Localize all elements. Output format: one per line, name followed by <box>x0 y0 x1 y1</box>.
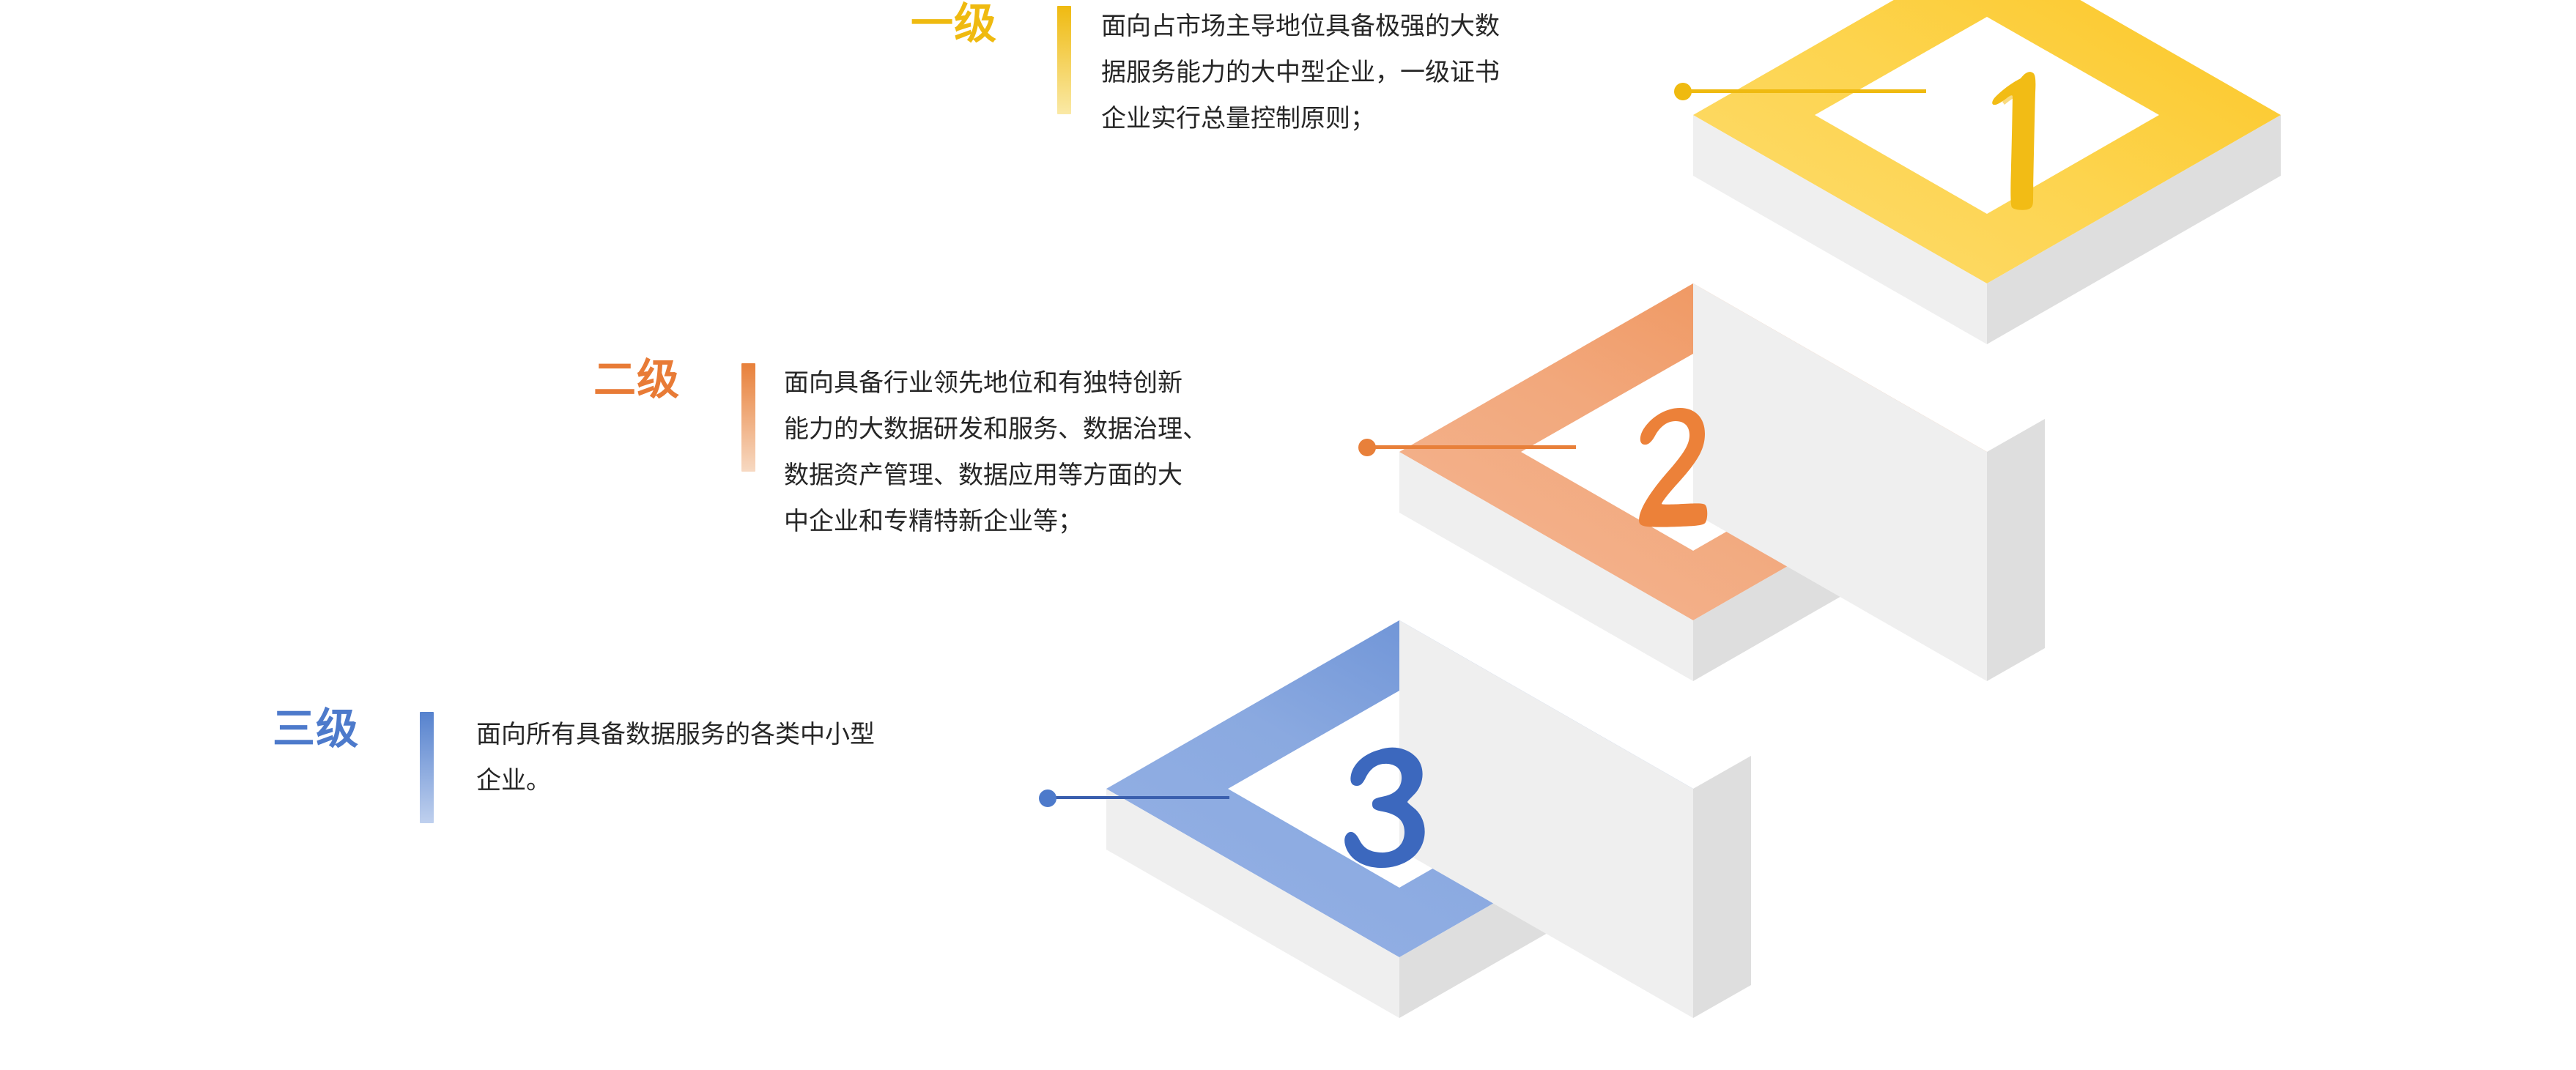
level-2-desc-line-2: 能力的大数据研发和服务、数据治理、 <box>784 415 1207 443</box>
level-3-description: 面向所有具备数据服务的各类中小型 企业。 <box>476 712 875 804</box>
level-1-leader-stroke <box>1683 89 1926 93</box>
level-2-leader-stroke <box>1367 445 1576 449</box>
level-1-desc-line-1: 面向占市场主导地位具备极强的大数 <box>1101 12 1500 40</box>
level-2-desc-line-1: 面向具备行业领先地位和有独特创新 <box>784 369 1182 397</box>
riser-2-left-face <box>1693 283 1987 681</box>
level-1-desc-line-2: 据服务能力的大中型企业，一级证书 <box>1101 59 1500 86</box>
level-3-leader-line <box>1039 789 1229 807</box>
riser-3-left-face <box>1399 620 1693 1018</box>
step-block-1 <box>1693 0 2281 344</box>
step-1-top-ring <box>1693 0 2281 283</box>
level-2-accent-bar <box>741 363 755 472</box>
riser-3-right-face <box>1693 756 1751 1018</box>
riser-2-right-face <box>1987 419 2045 681</box>
level-3-desc-line-1: 面向所有具备数据服务的各类中小型 <box>476 721 875 748</box>
step-1-left-face <box>1693 115 1987 344</box>
level-2-desc-line-4: 中企业和专精特新企业等； <box>784 508 1083 535</box>
level-2-description: 面向具备行业领先地位和有独特创新 能力的大数据研发和服务、数据治理、 数据资产管… <box>784 360 1207 545</box>
level-3-accent-bar <box>420 712 434 823</box>
level-3-desc-line-2: 企业。 <box>476 767 551 795</box>
level-2-label: 二级 <box>593 356 681 404</box>
step-1-right-face <box>1987 115 2281 344</box>
level-3-leader-stroke <box>1048 796 1229 799</box>
level-1-label: 一级 <box>911 0 998 48</box>
level-2-leader-line <box>1358 438 1576 456</box>
level-2-leader-dot <box>1358 438 1376 456</box>
level-3-leader-dot <box>1039 789 1056 807</box>
level-1-desc-line-3: 企业实行总量控制原则； <box>1101 105 1375 133</box>
level-2-desc-line-3: 数据资产管理、数据应用等方面的大 <box>784 461 1182 489</box>
riser-3-to-2 <box>1399 620 1751 1018</box>
step-number-1 <box>1992 72 2036 210</box>
level-1-description: 面向占市场主导地位具备极强的大数 据服务能力的大中型企业，一级证书 企业实行总量… <box>1101 4 1500 142</box>
step-2-left-face <box>1399 452 1693 681</box>
level-1-leader-line <box>1674 82 1926 100</box>
level-3-label: 三级 <box>273 705 360 753</box>
step-number-2 <box>1639 407 1708 527</box>
step-number-3 <box>1344 747 1425 869</box>
step-3-left-face <box>1106 789 1399 1018</box>
level-1-accent-bar <box>1057 6 1071 114</box>
level-1-leader-dot <box>1674 82 1692 100</box>
riser-2-to-1 <box>1693 283 2045 681</box>
step-3-top-ring <box>1106 620 1693 957</box>
